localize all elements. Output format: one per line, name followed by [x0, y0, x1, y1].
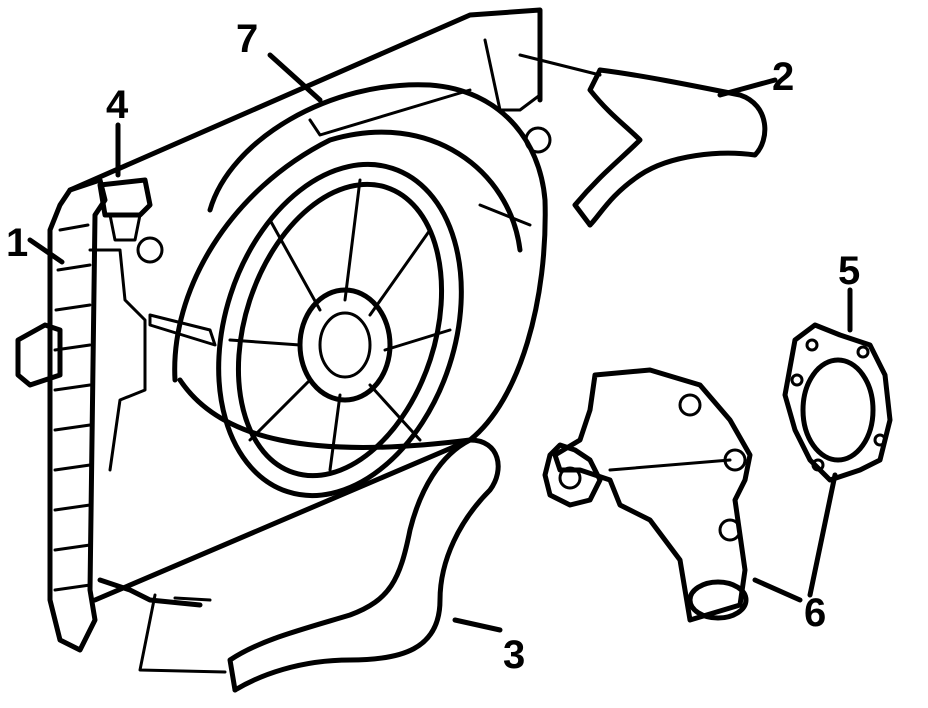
- leader-lines: [27, 52, 853, 633]
- upper-radiator-hose: [518, 53, 768, 228]
- callout-6: 6: [804, 591, 826, 635]
- cooling-fan: [148, 161, 464, 499]
- water-pump-gasket: [782, 322, 893, 483]
- callout-5: 5: [838, 249, 860, 293]
- callout-1: 1: [6, 221, 28, 265]
- leader-2: [717, 77, 778, 98]
- lower-radiator-hose: [227, 437, 501, 693]
- radiator-cap: [97, 177, 153, 242]
- leader-1: [27, 237, 65, 265]
- radiator: [15, 7, 543, 674]
- leader-7: [267, 52, 323, 103]
- fan-shroud: [172, 38, 552, 450]
- leader-6a: [752, 577, 803, 603]
- callout-4: 4: [106, 83, 129, 127]
- leader-6b: [807, 472, 838, 598]
- water-pump: [542, 367, 753, 623]
- callout-2: 2: [772, 55, 794, 99]
- callout-7: 7: [236, 17, 258, 61]
- callout-3: 3: [503, 633, 525, 677]
- leader-3: [452, 617, 503, 633]
